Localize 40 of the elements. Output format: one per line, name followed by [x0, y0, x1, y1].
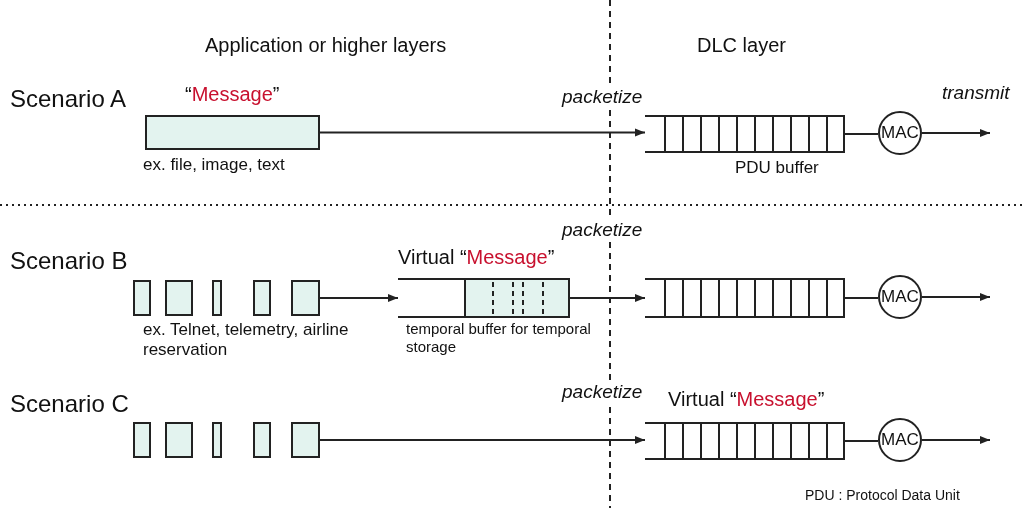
- footnote-text: PDU : Protocol Data Unit: [805, 487, 960, 504]
- heading-label: “Message”: [185, 83, 280, 106]
- heading-label: Virtual “Message”: [668, 388, 825, 411]
- arrow: [319, 436, 646, 444]
- data-block: [253, 422, 271, 458]
- connector-line: [844, 440, 879, 442]
- connector-line: [844, 133, 879, 135]
- edge-label: packetize: [560, 219, 645, 241]
- data-block: [133, 280, 151, 316]
- mac-circle: MAC: [878, 111, 922, 155]
- mac-circle: MAC: [878, 275, 922, 319]
- caption-text: temporal buffer for temporal storage: [406, 320, 592, 356]
- data-block: [212, 280, 222, 316]
- scenario-label: Scenario A: [10, 85, 127, 112]
- column-heading: Application or higher layers: [205, 34, 447, 57]
- heading-label: Virtual “Message”: [398, 246, 555, 269]
- arrow: [319, 294, 399, 302]
- arrow: [921, 293, 991, 301]
- data-block: [253, 280, 271, 316]
- edge-label: packetize: [560, 86, 645, 108]
- pdu-buffer: [645, 115, 845, 153]
- data-block: [291, 422, 320, 458]
- arrow: [921, 436, 991, 444]
- scenario-label: Scenario C: [10, 390, 129, 417]
- mac-circle: MAC: [878, 418, 922, 462]
- data-block: [291, 280, 320, 316]
- caption-text: ex. Telnet, telemetry, airline reservation: [143, 320, 350, 360]
- data-block: [212, 422, 222, 458]
- scenario-label: Scenario B: [10, 247, 128, 274]
- arrow: [569, 294, 646, 302]
- caption-text: ex. file, image, text: [143, 155, 286, 175]
- data-block: [165, 280, 193, 316]
- column-heading: DLC layer: [697, 34, 786, 57]
- arrow: [319, 128, 646, 137]
- data-block: [165, 422, 193, 458]
- pdu-buffer: [645, 278, 845, 318]
- data-block: [133, 422, 151, 458]
- connector-line: [844, 297, 879, 299]
- arrow: [921, 129, 991, 137]
- caption-text: PDU buffer: [735, 158, 819, 178]
